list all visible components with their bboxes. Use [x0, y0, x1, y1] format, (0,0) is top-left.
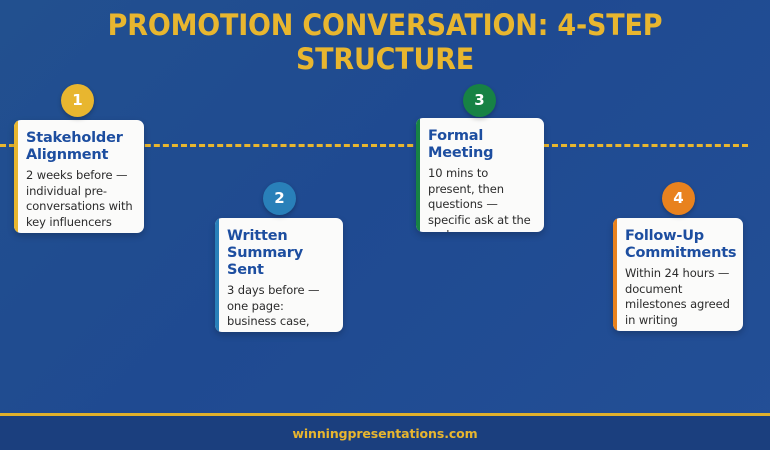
page-title: PROMOTION CONVERSATION: 4-STEP STRUCTURE: [107, 8, 663, 76]
step-badge-2-number: 2: [274, 189, 285, 207]
step-badge-1-number: 1: [72, 91, 83, 109]
step-card-3-title: Formal Meeting: [428, 128, 494, 161]
step-card-1-accent: [14, 120, 18, 233]
footer-website-label: winningpresentations.com: [292, 425, 478, 441]
step-card-3-accent: [416, 118, 420, 232]
step-card-4[interactable]: Follow-Up Commitments Within 24 hours — …: [613, 218, 743, 331]
step-card-4-body: Within 24 hours — document milestones ag…: [625, 266, 730, 327]
step-badge-3-number: 3: [474, 91, 485, 109]
step-badge-4-number: 4: [673, 189, 684, 207]
step-card-2-accent: [215, 218, 219, 332]
timeline-dashed-connector: [0, 144, 748, 147]
step-card-4-accent: [613, 218, 617, 331]
step-card-2-body: 3 days before — one page: business case,…: [227, 283, 320, 332]
step-card-1[interactable]: Stakeholder Alignment 2 weeks before — i…: [14, 120, 144, 233]
step-card-3[interactable]: Formal Meeting 10 mins to present, then …: [416, 118, 544, 232]
step-card-3-body: 10 mins to present, then questions — spe…: [428, 166, 531, 232]
step-badge-3: 3: [463, 84, 496, 117]
step-card-1-body: 2 weeks before — individual pre-conversa…: [26, 168, 133, 229]
step-badge-4: 4: [662, 182, 695, 215]
step-badge-1: 1: [61, 84, 94, 117]
step-card-4-title: Follow-Up Commitments: [625, 228, 737, 261]
step-card-2-title: Written Summary Sent: [227, 228, 303, 278]
footer-bar: winningpresentations.com: [0, 413, 770, 450]
step-card-1-title: Stakeholder Alignment: [26, 130, 123, 163]
step-card-2[interactable]: Written Summary Sent 3 days before — one…: [215, 218, 343, 332]
step-badge-2: 2: [263, 182, 296, 215]
